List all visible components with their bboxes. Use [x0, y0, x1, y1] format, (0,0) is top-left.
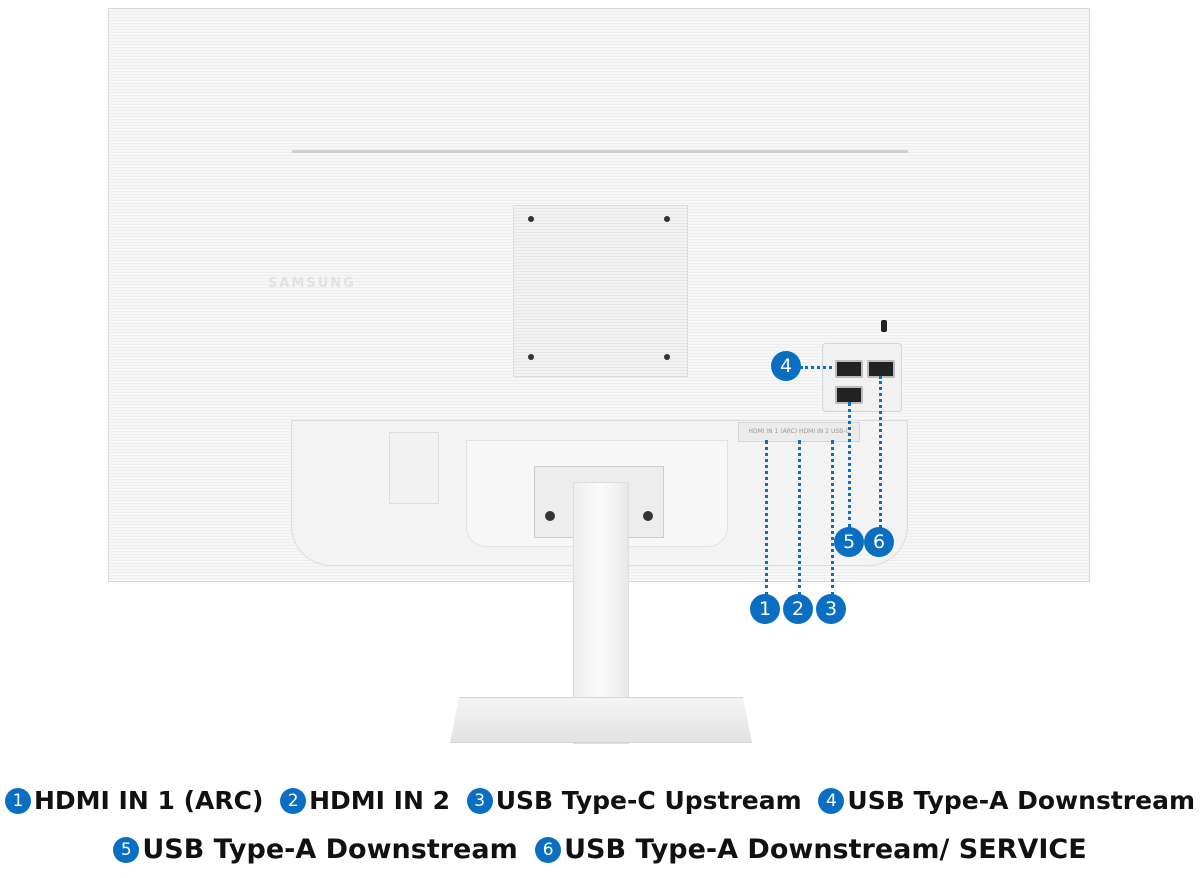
samsung-logo: SAMSUNG — [268, 276, 356, 291]
callout-1: 1 — [750, 594, 780, 624]
screw — [545, 511, 555, 521]
usb-port-panel — [822, 343, 902, 412]
kensington-lock-icon — [881, 320, 887, 332]
power-port-cover — [389, 432, 439, 504]
callout-4: 4 — [771, 351, 801, 381]
leader-line — [848, 402, 851, 528]
callout-2: 2 — [783, 594, 813, 624]
screw-hole — [664, 354, 670, 360]
vent — [292, 150, 908, 153]
screw-hole — [528, 216, 534, 222]
leader-line — [765, 440, 768, 596]
screw-hole — [528, 354, 534, 360]
screw — [643, 511, 653, 521]
leader-line — [831, 440, 834, 596]
stand-base — [450, 697, 752, 743]
callout-3: 3 — [816, 594, 846, 624]
usb-port — [835, 360, 863, 378]
leader-line — [879, 376, 882, 528]
callout-6: 6 — [864, 527, 894, 557]
callout-5: 5 — [834, 527, 864, 557]
leader-line — [800, 366, 832, 369]
leader-line — [798, 440, 801, 596]
vesa-mount — [513, 205, 688, 377]
rear-port-strip: HDMI IN 1 (ARC) HDMI IN 2 USB-C — [738, 422, 860, 442]
screw-hole — [664, 216, 670, 222]
